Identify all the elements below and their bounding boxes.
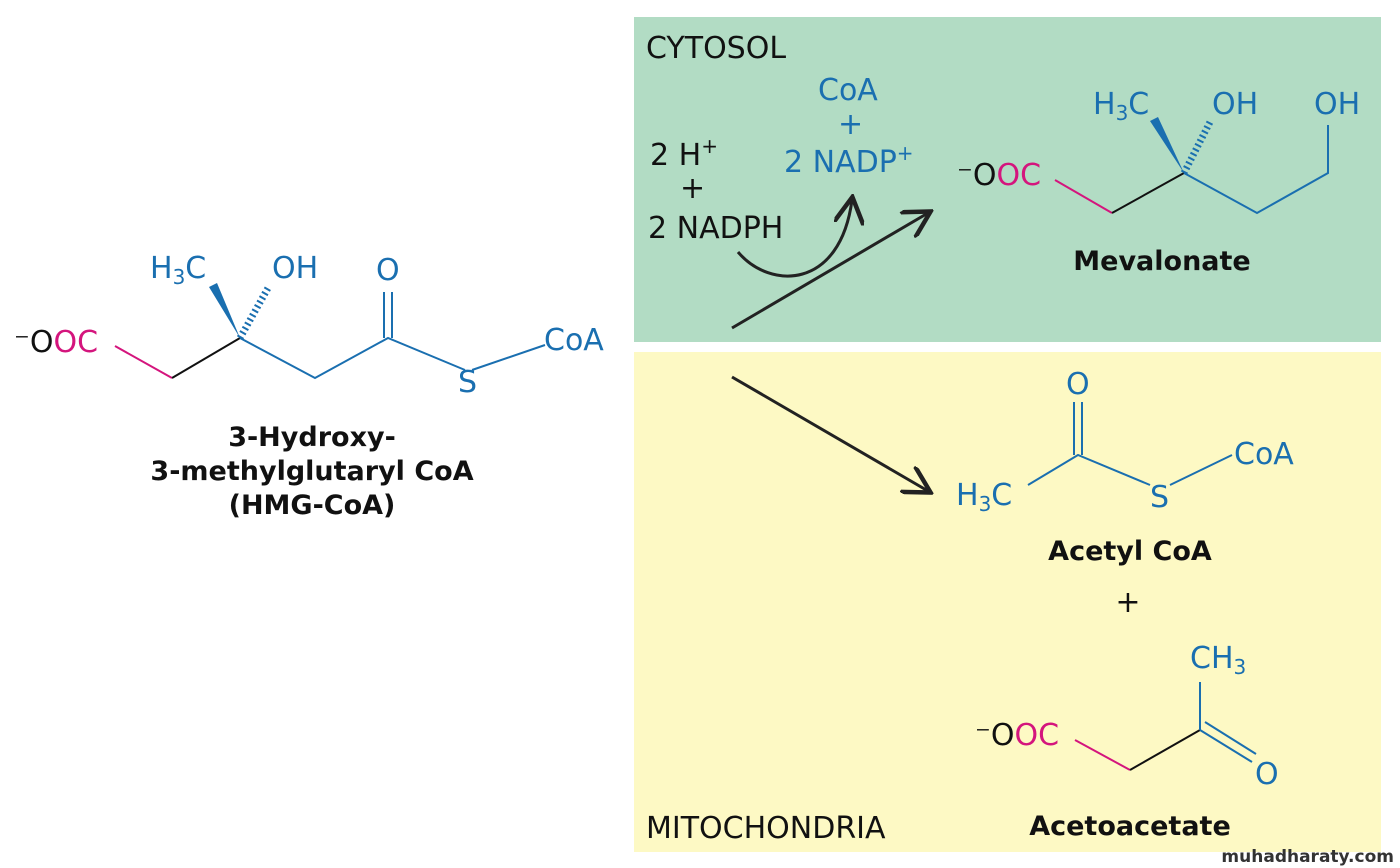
acetyl-coa-structure: H3C O S CoA Acetyl CoA +	[956, 367, 1294, 620]
svg-text:⁻OOC: ⁻OOC	[957, 158, 1041, 193]
svg-text:OH: OH	[272, 251, 318, 286]
svg-text:H3C: H3C	[1093, 87, 1149, 125]
svg-text:3-methylglutaryl CoA: 3-methylglutaryl CoA	[150, 456, 473, 487]
hmg-coa-structure: ⁻OOC H3C OH O S CoA 3-Hydroxy- 3-methylg…	[14, 251, 604, 521]
svg-text:S: S	[458, 365, 477, 400]
svg-text:Mevalonate: Mevalonate	[1073, 246, 1250, 277]
arrow-to-acetyl-coa	[731, 375, 928, 491]
svg-text:CoA: CoA	[544, 323, 604, 358]
svg-text:Acetyl CoA: Acetyl CoA	[1048, 536, 1212, 567]
svg-text:O: O	[1255, 757, 1279, 792]
svg-text:+: +	[1115, 585, 1140, 620]
svg-text:S: S	[1150, 480, 1169, 515]
svg-text:(HMG-CoA): (HMG-CoA)	[229, 490, 396, 521]
nadp-plus: 2 NADP+	[784, 141, 914, 180]
h-plus: 2 H+	[650, 134, 718, 173]
svg-text:CoA: CoA	[1234, 437, 1294, 472]
svg-text:H3C: H3C	[150, 251, 206, 289]
svg-text:OH: OH	[1314, 87, 1360, 122]
arrow-to-mevalonate	[731, 213, 928, 330]
svg-text:Acetoacetate: Acetoacetate	[1029, 811, 1231, 842]
mitochondria-panel	[634, 352, 1381, 852]
svg-text:CH3: CH3	[1190, 641, 1246, 679]
svg-text:O: O	[376, 253, 400, 288]
svg-text:O: O	[1066, 367, 1090, 402]
mitochondria-label: MITOCHONDRIA	[646, 811, 886, 846]
svg-text:3-Hydroxy-: 3-Hydroxy-	[228, 422, 396, 453]
plus: +	[680, 171, 705, 206]
svg-text:H3C: H3C	[956, 478, 1012, 516]
mevalonate-structure: ⁻OOC H3C OH OH Mevalonate	[957, 87, 1360, 277]
plus: +	[838, 107, 863, 142]
curved-cofactor-arrow	[736, 200, 852, 278]
watermark: muhadharaty.com	[1221, 847, 1394, 867]
coa-product: CoA	[818, 73, 878, 108]
svg-text:⁻OOC: ⁻OOC	[975, 718, 1059, 753]
nadph: 2 NADPH	[648, 211, 783, 246]
cytosol-label: CYTOSOL	[646, 31, 786, 66]
cytosol-panel	[634, 17, 1381, 342]
svg-text:OH: OH	[1212, 87, 1258, 122]
svg-text:⁻OOC: ⁻OOC	[14, 325, 98, 360]
acetoacetate-structure: CH3 ⁻OOC O Acetoacetate	[975, 641, 1279, 842]
